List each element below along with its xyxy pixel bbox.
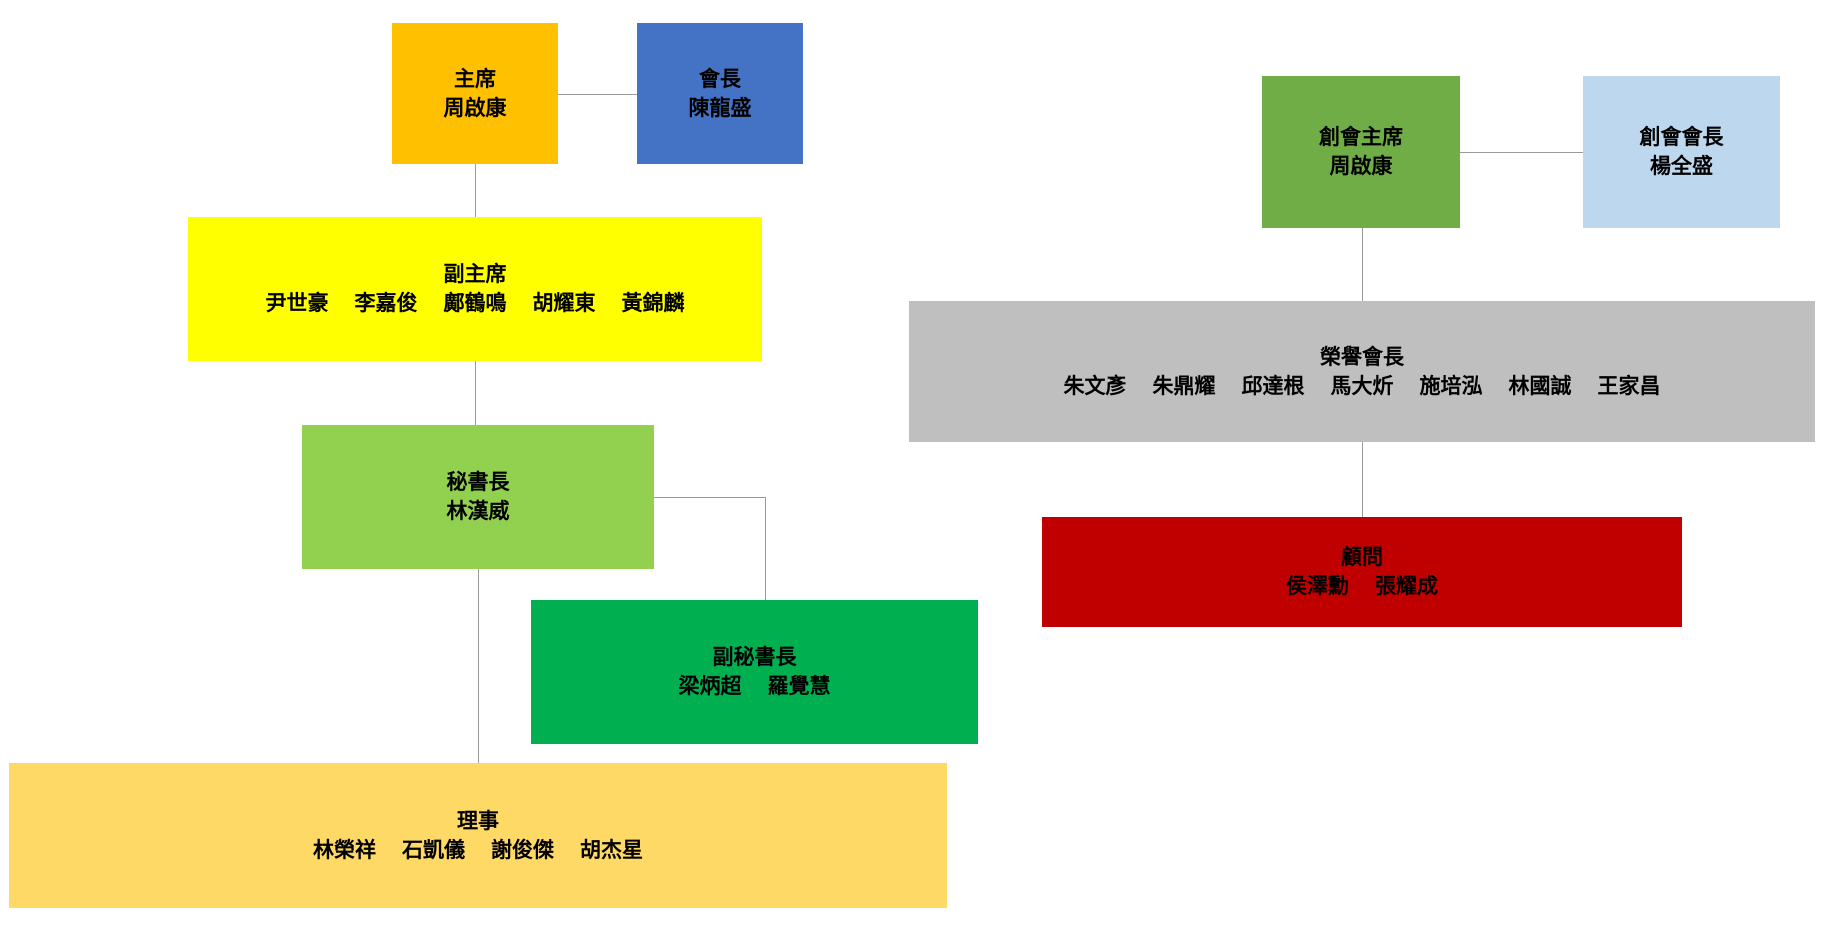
node-names: 林榮祥 石凱儀 謝俊傑 胡杰星 [313, 836, 643, 865]
member-name: 施培泓 [1419, 373, 1483, 398]
connector-vice-secretary [475, 361, 476, 425]
connector-honorary-advisors [1362, 442, 1363, 517]
node-title: 副秘書長 [712, 645, 797, 669]
node-founding-chairman: 創會主席周啟康 [1262, 76, 1460, 228]
node-honorary-president: 榮譽會長朱文彥朱鼎耀邱達根馬大炘施培泓林國誠王家昌 [909, 301, 1815, 442]
node-advisors: 顧問侯澤勳 張耀成 [1042, 517, 1682, 627]
node-names: 陳龍盛 [689, 94, 752, 123]
member-name: 朱文彥 [1063, 373, 1127, 398]
member-name: 羅覺慧 [767, 674, 831, 698]
node-names: 梁炳超 羅覺慧 [679, 672, 831, 701]
node-vice-chairman: 副主席尹世豪 李嘉俊 鄺鶴鳴 胡耀東 黃錦麟 [188, 217, 762, 361]
member-name: 胡耀東 [532, 291, 596, 315]
node-secretary-general: 秘書長林漢威 [302, 425, 654, 569]
node-title: 副主席 [443, 262, 507, 286]
node-title: 秘書長 [446, 470, 510, 494]
node-title: 理事 [457, 808, 499, 833]
node-names: 林漢威 [447, 497, 510, 526]
node-title: 主席 [454, 66, 496, 91]
member-name: 梁炳超 [678, 674, 742, 698]
member-name: 謝俊傑 [491, 837, 554, 862]
node-names: 周啟康 [1330, 152, 1393, 181]
member-name: 張耀成 [1375, 574, 1438, 598]
node-directors: 理事林榮祥 石凱儀 謝俊傑 胡杰星 [9, 763, 947, 908]
member-name: 胡杰星 [580, 837, 643, 862]
node-title: 會長 [699, 66, 741, 91]
connector-secretary-deputy-h [654, 497, 765, 498]
node-names: 周啟康 [444, 94, 507, 123]
node-title: 創會會長 [1639, 125, 1724, 149]
member-name: 馬大炘 [1330, 373, 1394, 398]
connector-secretary-deputy-v [765, 497, 766, 600]
connector-chairman-president [558, 94, 637, 95]
member-name: 邱達根 [1241, 373, 1305, 398]
connector-secretary-directors [478, 569, 479, 763]
member-name: 李嘉俊 [354, 291, 418, 315]
node-title: 創會主席 [1319, 125, 1403, 149]
member-name: 朱鼎耀 [1152, 373, 1216, 398]
member-name: 鄺鶴鳴 [443, 291, 507, 315]
member-name: 陳龍盛 [688, 95, 752, 120]
member-name: 周啟康 [1329, 154, 1393, 178]
member-name: 石凱儀 [402, 837, 465, 862]
connector-chairman-vice [475, 164, 476, 217]
node-deputy-secretary-general: 副秘書長梁炳超 羅覺慧 [531, 600, 978, 744]
member-name: 周啟康 [443, 95, 507, 120]
member-name: 楊全盛 [1650, 154, 1713, 178]
node-president: 會長陳龍盛 [637, 23, 803, 164]
member-name: 王家昌 [1597, 373, 1661, 398]
node-names: 侯澤勳 張耀成 [1286, 572, 1438, 601]
node-chairman: 主席周啟康 [392, 23, 558, 164]
node-names: 尹世豪 李嘉俊 鄺鶴鳴 胡耀東 黃錦麟 [266, 289, 685, 318]
node-names: 朱文彥朱鼎耀邱達根馬大炘施培泓林國誠王家昌 [1064, 372, 1661, 401]
member-name: 侯澤勳 [1286, 574, 1349, 598]
member-name: 林榮祥 [313, 837, 376, 862]
node-title: 顧問 [1341, 545, 1383, 569]
member-name: 黃錦麟 [621, 291, 685, 315]
node-names: 楊全盛 [1650, 152, 1713, 181]
connector-founding-honorary [1362, 228, 1363, 301]
member-name: 林漢威 [446, 499, 510, 523]
connector-founders [1460, 152, 1583, 153]
node-founding-president: 創會會長楊全盛 [1583, 76, 1780, 228]
member-name: 尹世豪 [265, 291, 329, 315]
member-name: 林國誠 [1508, 373, 1572, 398]
node-title: 榮譽會長 [1320, 344, 1404, 369]
